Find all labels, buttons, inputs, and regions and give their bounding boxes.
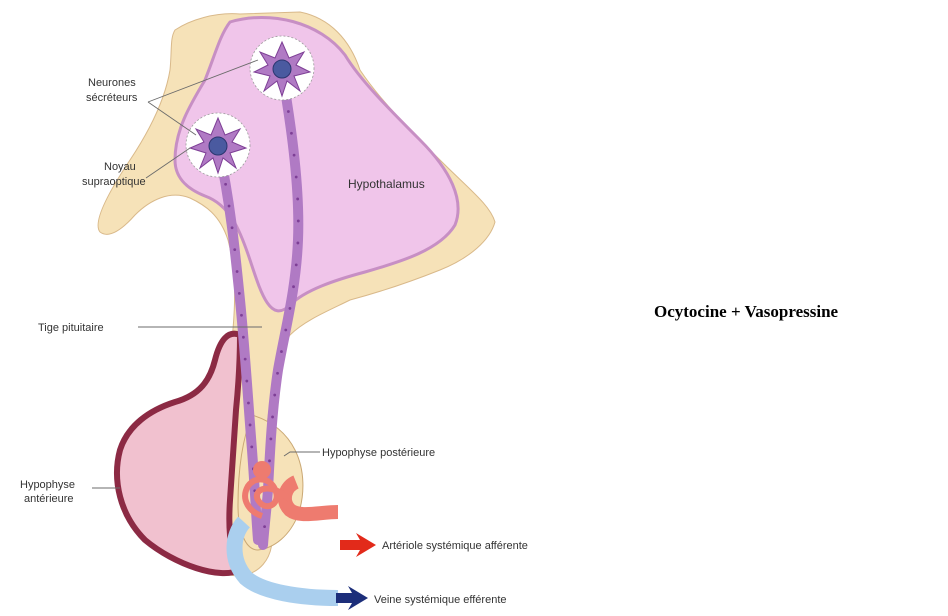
granule-dot: [250, 445, 253, 448]
label-hypothalamus: Hypothalamus: [348, 177, 425, 191]
granule-dot: [238, 292, 241, 295]
granule-dot: [244, 358, 247, 361]
granule-dot: [284, 329, 287, 332]
anterior-pituitary: [117, 334, 240, 573]
granule-dot: [233, 248, 236, 251]
granule-dot: [249, 424, 252, 427]
label-hypophyse-posterieure: Hypophyse postérieure: [322, 447, 435, 459]
granule-dot: [296, 242, 299, 245]
hypothalamus-pituitary-diagram: Neurones sécréteurs Noyau supraoptique H…: [0, 0, 640, 616]
granule-dot: [240, 314, 243, 317]
granule-dot: [297, 220, 300, 223]
granule-dot: [231, 226, 234, 229]
granule-dot: [293, 154, 296, 157]
granule-dot: [224, 183, 227, 186]
granule-dot: [247, 402, 250, 405]
granule-dot: [290, 132, 293, 135]
granule-dot: [271, 416, 274, 419]
granule-dot: [292, 285, 295, 288]
granule-dot: [295, 263, 298, 266]
granule-dot: [296, 198, 299, 201]
granule-dot: [276, 372, 279, 375]
capillary-knot: [253, 461, 271, 479]
nucleus-2: [209, 137, 227, 155]
granule-dot: [242, 336, 245, 339]
efferent-arrow: [336, 586, 368, 610]
granule-dot: [287, 110, 290, 113]
label-tige-pituitaire: Tige pituitaire: [38, 322, 104, 334]
label-arteriole: Artériole systémique afférente: [382, 540, 528, 552]
granule-dot: [289, 307, 292, 310]
granule-dot: [236, 270, 239, 273]
label-veine: Veine systémique efférente: [374, 594, 507, 606]
granule-dot: [263, 525, 266, 528]
secretory-neuron-2: [186, 113, 250, 177]
label-neurones-secreteurs: Neurones sécréteurs: [86, 77, 139, 104]
secretory-neuron-1: [250, 36, 314, 100]
label-hypophyse-anterieure: Hypophyse antérieure: [20, 479, 78, 505]
granule-dot: [268, 459, 271, 462]
granule-dot: [280, 350, 283, 353]
afferent-arrow: [340, 533, 376, 557]
granule-dot: [245, 380, 248, 383]
granule-dot: [228, 205, 231, 208]
granule-dot: [273, 394, 276, 397]
nucleus-1: [273, 60, 291, 78]
granule-dot: [295, 176, 298, 179]
granule-dot: [269, 437, 272, 440]
hormones-caption: Ocytocine + Vasopressine: [654, 302, 838, 322]
